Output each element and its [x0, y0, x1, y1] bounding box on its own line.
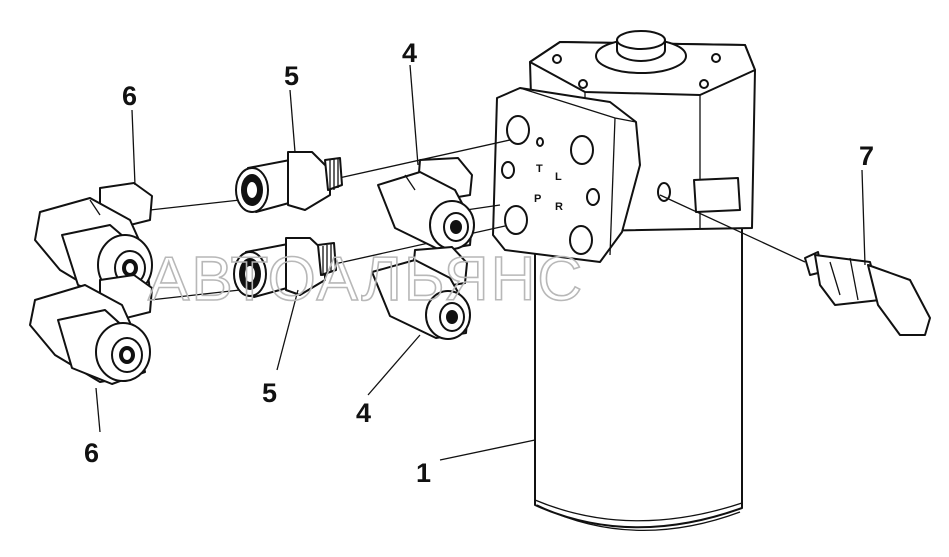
- callout-5-bottom: 5: [262, 378, 277, 408]
- callout-4-top: 4: [402, 38, 417, 68]
- callout-7: 7: [859, 141, 874, 171]
- port-label-p: P: [534, 193, 541, 205]
- port-label-r: R: [555, 201, 563, 213]
- part-4-elbow-top: [377, 157, 475, 251]
- callout-6-bottom: 6: [84, 438, 99, 468]
- callout-1: 1: [416, 458, 431, 488]
- part-7-plug: [804, 251, 931, 336]
- callout-4-bottom: 4: [356, 398, 371, 428]
- part-5-adapter-top: [235, 151, 343, 213]
- part-5-adapter-bottom: [233, 237, 337, 298]
- port-label-t: T: [536, 163, 543, 175]
- watermark: АВТОАЛЬЯНС: [148, 245, 584, 314]
- leader-lines: [95, 64, 866, 461]
- port-label-l: L: [555, 171, 562, 183]
- callouts: 6 5 4 7 5 4 6 1: [84, 38, 874, 488]
- port-flange: [492, 87, 641, 263]
- part-6-elbow-bottom: [29, 274, 153, 385]
- part-4-elbow-bottom: [371, 246, 471, 340]
- part-1-steering-unit: T L P R: [492, 30, 756, 532]
- callout-5-top: 5: [284, 61, 299, 91]
- callout-6-top: 6: [122, 81, 137, 111]
